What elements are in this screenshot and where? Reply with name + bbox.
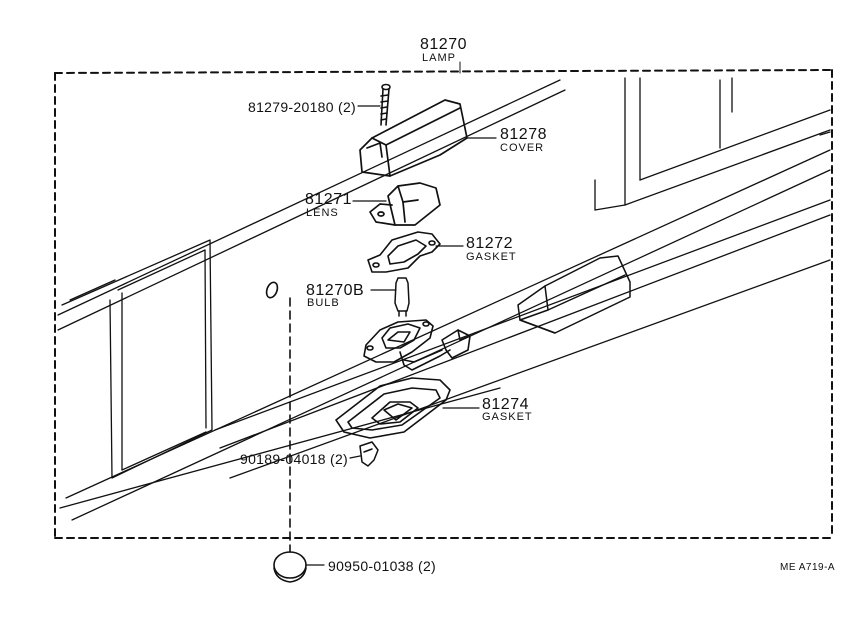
installed-lamp [517,255,631,334]
gasket-upper-name: GASKET [466,251,517,263]
gasket-lower-drawing [335,377,451,439]
assembly-boundary [54,69,833,539]
gasket-upper-drawing [367,231,441,273]
gasket-lower-part-number: 81274 [482,396,529,413]
socket-drawing [363,319,471,371]
bulb-part-number: 81270B [306,282,365,299]
plug-drawing [273,551,307,583]
cover-part-number: 81278 [500,126,547,143]
clip-drawing [359,441,379,467]
gasket-lower-name: GASKET [482,411,533,423]
assembly-part-number: 81270 [420,36,467,53]
assembly-name: LAMP [422,52,456,64]
cover-drawing [359,99,468,177]
bulb-drawing [394,277,410,317]
clip-part-number: 90189-04018 (2) [240,451,349,467]
right-window-frame [594,77,831,211]
gasket-upper-part-number: 81272 [466,235,513,252]
lens-drawing [369,182,441,226]
bulb-name: BULB [307,297,340,309]
leader-lines [305,105,497,566]
drawing-code: ME A719-A [780,562,836,573]
screw-drawing [380,83,391,126]
left-window-frame [61,239,213,479]
plug-part-number: 90950-01038 (2) [328,558,437,574]
lens-name: LENS [306,207,339,219]
o-ring-drawing [265,281,279,299]
cover-name: COVER [500,142,545,154]
lens-part-number: 81271 [305,191,352,208]
body-panel-lines [57,79,831,521]
screw-part-number: 81279-20180 (2) [248,99,357,115]
